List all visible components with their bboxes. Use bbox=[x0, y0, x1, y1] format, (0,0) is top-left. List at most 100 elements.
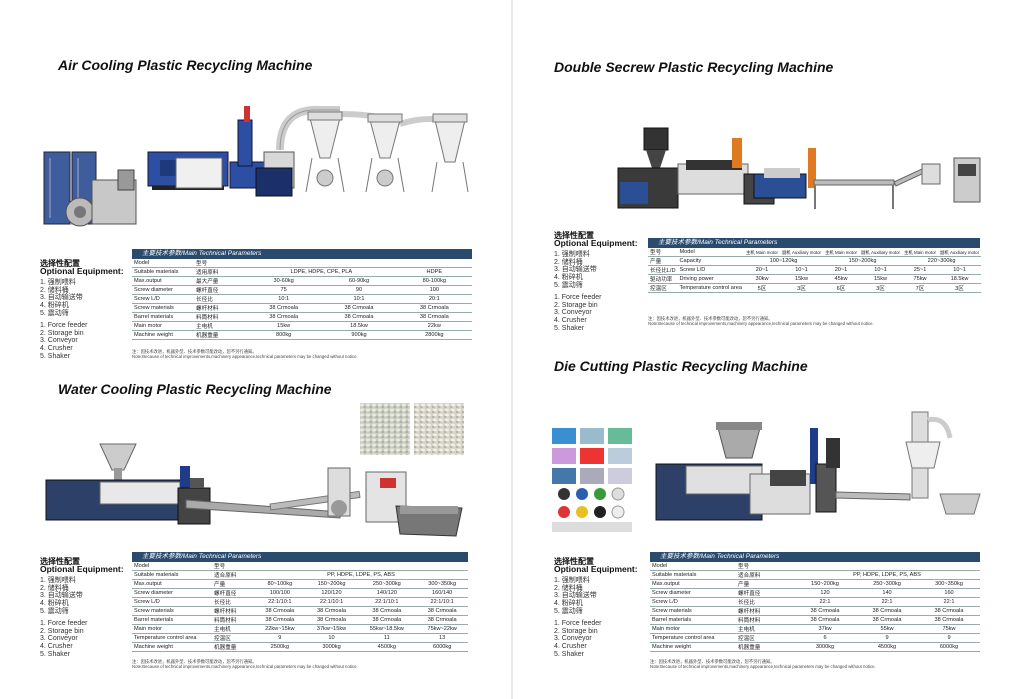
table-cell: 900kg bbox=[321, 330, 397, 340]
table-cell: 60-90kg bbox=[321, 276, 397, 286]
optional-title-en: Optional Equipment: bbox=[40, 265, 124, 276]
double-optional-equipment: 选择性配置 Optional Equipment: 1. 强制喂料 2. 储料桶… bbox=[554, 232, 638, 332]
table-cell: Max.output bbox=[650, 579, 736, 589]
table-row: 型号 Model 主机 Main motor 副机 Auxiliary moto… bbox=[648, 248, 982, 257]
motor-label: 主机 Main motor bbox=[902, 248, 938, 257]
table-cell: 主电机 bbox=[736, 624, 794, 634]
table-cell: Screw materials bbox=[650, 606, 736, 616]
table-cell: PP, HDPE, LDPE, PS, ABS bbox=[254, 570, 468, 580]
table-cell: 100/100 bbox=[254, 588, 306, 598]
opt-en-1: 1. Force feeder bbox=[554, 620, 602, 628]
opt-cn-2: 2. 储料桶 bbox=[554, 258, 583, 266]
table-cell: 料筒材料 bbox=[736, 615, 794, 625]
table-cell: Screw materials bbox=[132, 303, 194, 313]
opt-cn-4: 4. 粉碎机 bbox=[554, 273, 583, 281]
table-cell: 75kw bbox=[902, 274, 938, 284]
table-cell: 5区 bbox=[744, 283, 780, 293]
opt-en-3: 3. Conveyor bbox=[40, 635, 78, 643]
table-cell: 800kg bbox=[246, 330, 322, 340]
motor-label: 副机 Auxiliary motor bbox=[779, 248, 824, 257]
double-screw-title: Double Secrew Plastic Recycling Machine bbox=[554, 59, 834, 75]
table-cell: Screw L/D bbox=[132, 597, 212, 607]
table-cell: 300~350kg bbox=[416, 579, 468, 589]
note-en: Note:Because of technical improvements,m… bbox=[650, 664, 876, 670]
opt-cn-2: 2. 储料桶 bbox=[554, 584, 583, 592]
die-note: 注：因技术改进，机器外型、技术参数可能改动，恕不另行通知。 Note:Becau… bbox=[650, 659, 876, 669]
table-cell: 3区 bbox=[938, 283, 982, 293]
table-cell: 螺杆材料 bbox=[194, 303, 246, 313]
opt-cn-4: 4. 粉碎机 bbox=[40, 599, 69, 607]
table-cell: 6区 bbox=[823, 283, 859, 293]
die-params-header: 主要技术参数/Main Technical Parameters bbox=[650, 552, 980, 562]
table-cell: 13 bbox=[416, 633, 468, 643]
table-cell: 料筒材料 bbox=[194, 312, 246, 322]
model-cn-cell: 型号 bbox=[648, 248, 678, 257]
table-cell bbox=[246, 259, 322, 268]
table-cell: Temperature control area bbox=[132, 633, 212, 643]
table-cell: 160 bbox=[918, 588, 980, 598]
table-cell: 22:1/10:1 bbox=[357, 597, 417, 607]
table-cell: 控温区 bbox=[648, 283, 678, 293]
table-cell: 20~1 bbox=[744, 265, 780, 275]
material-samples-image bbox=[552, 428, 632, 532]
optional-title-cn: 选择性配置 bbox=[40, 557, 80, 566]
table-cell: Screw diameter bbox=[132, 588, 212, 598]
opt-cn-4: 4. 粉碎机 bbox=[554, 599, 583, 607]
die-optional-equipment: 选择性配置 Optional Equipment: 1. 强制喂料 2. 储料桶… bbox=[554, 558, 638, 658]
opt-en-1: 1. Force feeder bbox=[554, 294, 602, 302]
table-cell: 适用原料 bbox=[194, 267, 246, 277]
table-cell: Max.output bbox=[132, 579, 212, 589]
table-cell: Driving power bbox=[677, 274, 744, 284]
die-cutting-title: Die Cutting Plastic Recycling Machine bbox=[554, 358, 808, 374]
table-cell: 160/140 bbox=[416, 588, 468, 598]
opt-en-1: 1. Force feeder bbox=[40, 322, 88, 330]
table-cell: 15kw bbox=[246, 321, 322, 331]
table-cell: 100 bbox=[396, 285, 472, 295]
table-cell: 长径比 bbox=[212, 597, 254, 607]
opt-cn-3: 3. 自动输送带 bbox=[40, 592, 83, 600]
table-cell: Main motor bbox=[132, 321, 194, 331]
table-cell: 300~350kg bbox=[918, 579, 980, 589]
opt-en-4: 4. Crusher bbox=[554, 642, 587, 650]
table-cell: 螺杆材料 bbox=[736, 606, 794, 616]
opt-cn-4: 4. 粉碎机 bbox=[40, 301, 69, 309]
table-cell: 38 Crmoala bbox=[254, 606, 306, 616]
die-cutting-machine-image bbox=[655, 411, 981, 521]
table-cell: 10~1 bbox=[779, 265, 824, 275]
table-cell: Model bbox=[650, 562, 736, 571]
table-cell: 螺杆直径 bbox=[194, 285, 246, 295]
table-cell: 3000kg bbox=[305, 642, 358, 652]
table-cell: 75kw bbox=[918, 624, 980, 634]
table-cell: 80-100kg bbox=[396, 276, 472, 286]
motor-label: 副机 Auxiliary motor bbox=[858, 248, 903, 257]
table-cell: 10:1 bbox=[321, 294, 397, 304]
water-cooling-title: Water Cooling Plastic Recycling Machine bbox=[58, 381, 332, 397]
opt-en-2: 2. Storage bin bbox=[40, 627, 84, 635]
table-cell: 80~100kg bbox=[254, 579, 306, 589]
table-cell bbox=[918, 562, 980, 571]
table-cell: 6000kg bbox=[416, 642, 468, 652]
table-cell: 机器重量 bbox=[194, 330, 246, 340]
table-cell: Suitable materials bbox=[132, 570, 212, 580]
table-cell: Screw L/D bbox=[650, 597, 736, 607]
table-cell: 38 Crmoala bbox=[357, 615, 417, 625]
table-cell: 22:1 bbox=[918, 597, 980, 607]
motor-label: 副机 Auxiliary motor bbox=[938, 248, 982, 257]
table-cell: 15kw bbox=[779, 274, 824, 284]
table-cell: 22:1/10:1 bbox=[305, 597, 358, 607]
table-cell: 长径比L/D bbox=[648, 265, 678, 275]
opt-en-1: 1. Force feeder bbox=[40, 620, 88, 628]
water-params-header: 主要技术参数/Main Technical Parameters bbox=[132, 552, 468, 562]
